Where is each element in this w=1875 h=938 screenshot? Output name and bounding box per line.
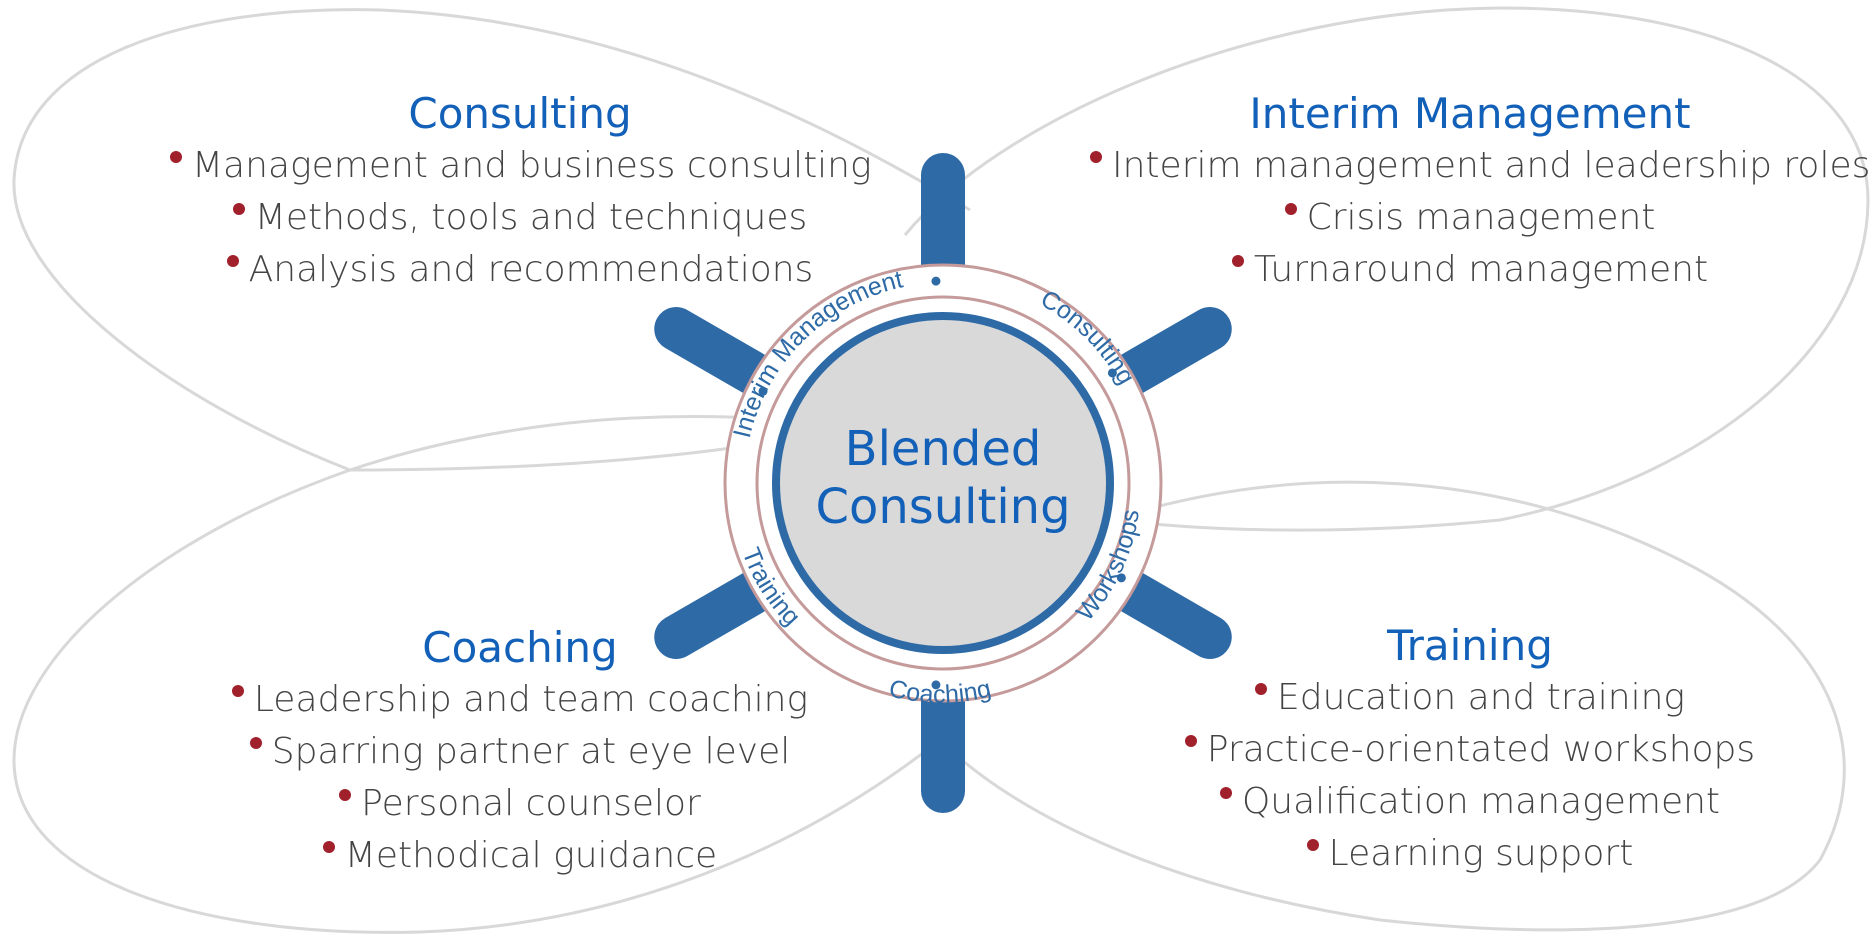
list-item-text: Qualification management [1241, 781, 1721, 822]
ring-dot [1107, 368, 1117, 378]
consulting-heading: Consulting [408, 89, 632, 138]
hub [780, 320, 1106, 646]
list-item: Qualification management [1120, 776, 1820, 828]
bullet-icon [232, 203, 245, 215]
petal-consulting [12, 8, 971, 472]
list-item: Sparring partner at eye level [170, 726, 870, 778]
list-item: Methods, tools and techniques [170, 192, 870, 244]
bullet-icon [226, 255, 239, 267]
ring-dot [758, 386, 768, 396]
list-item: Personal counselor [170, 778, 870, 830]
ring-dot [931, 680, 941, 690]
list-item-text: Methods, tools and techniques [254, 197, 808, 238]
list-item: Methodical guidance [170, 830, 870, 882]
wheel-inner-ring [755, 295, 1131, 671]
list-item-text: Management and business consulting [192, 145, 872, 186]
wheel-spoke [1108, 307, 1232, 397]
center-title-line-1: Blended [844, 421, 1042, 477]
petal-interim [903, 6, 1870, 532]
bullet-icon [1219, 787, 1232, 799]
bullet-icon [322, 841, 335, 853]
bullet-icon [1184, 735, 1197, 747]
bullet-icon [1231, 255, 1244, 267]
bullet-icon [1254, 683, 1267, 695]
list-item: Management and business consulting [170, 140, 872, 192]
list-item: Turnaround management [1090, 244, 1850, 296]
list-item: Crisis management [1090, 192, 1850, 244]
list-item: Analysis and recommendations [170, 244, 870, 296]
interim-management-block: Interim Management Interim management an… [1090, 88, 1870, 296]
consulting-block: Consulting Management and business consu… [170, 88, 872, 296]
list-item-text: Personal counselor [361, 783, 701, 824]
bullet-icon [249, 737, 262, 749]
ring-dot [1116, 573, 1126, 583]
ring-dot [931, 276, 941, 286]
list-item-text: Turnaround management [1253, 249, 1709, 290]
list-item-text: Education and training [1276, 677, 1686, 718]
wheel-inner-band [772, 312, 1114, 654]
bullet-icon [339, 789, 352, 801]
wheel-spoke [654, 307, 778, 397]
list-item: Interim management and leadership roles [1090, 140, 1870, 192]
wheel-spoke [921, 153, 965, 288]
wheel-spoke [1108, 569, 1232, 659]
list-item: Education and training [1120, 672, 1820, 724]
list-item-text: Leadership and team coaching [253, 679, 809, 720]
coaching-heading: Coaching [422, 623, 618, 672]
list-item: Learning support [1120, 828, 1820, 880]
bullet-icon [170, 151, 182, 163]
list-item-text: Methodical guidance [344, 835, 718, 876]
wheel-spoke [654, 569, 778, 659]
list-item-text: Learning support [1328, 833, 1634, 874]
petal-coaching [12, 415, 941, 934]
ship-wheel: Interim Management Consulting Workshops … [654, 153, 1232, 813]
list-item: Practice-orientated workshops [1120, 724, 1820, 776]
wheel-spoke [921, 678, 965, 813]
bullet-icon [1090, 151, 1102, 163]
bullet-icon [1306, 839, 1319, 851]
list-item-text: Crisis management [1306, 197, 1656, 238]
training-heading: Training [1387, 621, 1553, 670]
interim-management-heading: Interim Management [1249, 89, 1691, 138]
bullet-icon [231, 685, 244, 697]
list-item-text: Practice-orientated workshops [1206, 729, 1756, 770]
bullet-icon [1284, 203, 1297, 215]
list-item-text: Sparring partner at eye level [271, 731, 791, 772]
center-title-line-2: Consulting [815, 479, 1071, 535]
petal-training [938, 480, 1846, 932]
list-item-text: Interim management and leadership roles [1112, 145, 1871, 186]
center-title: Blended Consulting [778, 420, 1108, 536]
list-item-text: Analysis and recommendations [248, 249, 814, 290]
list-item: Leadership and team coaching [170, 674, 870, 726]
